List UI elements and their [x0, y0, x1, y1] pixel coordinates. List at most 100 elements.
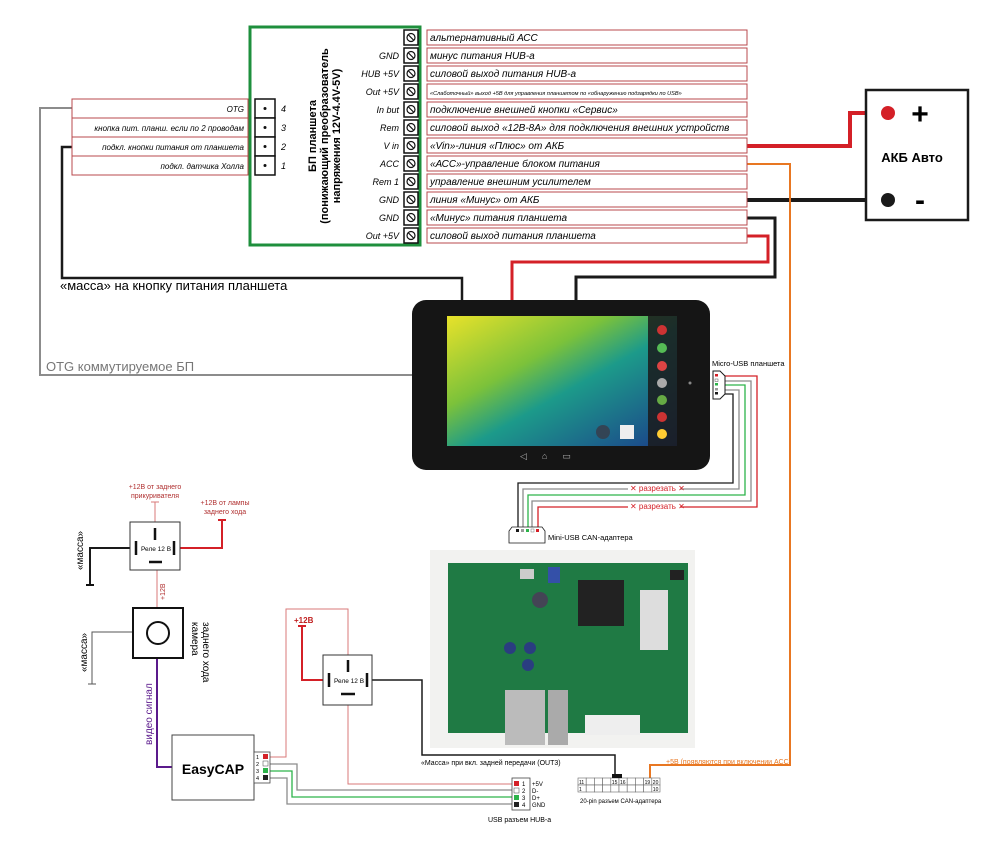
terminal-pin-label: In but — [376, 105, 399, 115]
terminal-description-box — [426, 83, 748, 100]
terminal-description: силовой выход питания планшета — [430, 231, 596, 242]
left-pin-number: 2 — [280, 142, 286, 152]
can-pin-cell — [651, 784, 661, 793]
screw-icon — [406, 212, 416, 223]
can-pin-cell — [626, 784, 636, 793]
rear-camera — [132, 607, 184, 659]
can-adapter-board-photo — [430, 550, 695, 748]
wire-relay2-usb5v — [347, 695, 512, 785]
terminal-description: линия «Минус» от АКБ — [429, 195, 540, 206]
svg-text:4: 4 — [256, 776, 259, 782]
can-pin-cell — [602, 777, 612, 786]
wires — [39, 107, 888, 805]
terminal-description: «Слаботочный» выход +5В для управления п… — [430, 90, 682, 97]
terminal-pin-label: ACC — [379, 159, 400, 169]
psu-terminal-row: Out +5V «Слаботочный» выход +5В для управ… — [366, 83, 748, 100]
screw-icon — [406, 104, 416, 115]
psu-frame — [248, 25, 422, 247]
can-pin-cell — [602, 784, 612, 793]
terminal-description-box — [426, 65, 748, 82]
relay-1: Реле 12 В — [129, 521, 181, 571]
can-pin-cell — [610, 784, 620, 793]
terminal-pin-label: Out +5V — [366, 231, 400, 241]
svg-text:3: 3 — [522, 796, 526, 802]
wire-relay2-12v — [301, 626, 326, 681]
terminal-description-box — [426, 173, 748, 190]
psu-terminal-row: GND«Минус» питания планшета — [379, 209, 748, 226]
wire-acc-orange — [649, 163, 791, 780]
cut-label-1: ✕ разрезать ✕ — [630, 484, 685, 493]
usb-pin-labels: +5VD-D+GND — [532, 782, 546, 809]
easycap-device: EasyCAP 12 34 — [171, 734, 271, 801]
left-pin-description: кнопка пит. планш. если по 2 проводам — [94, 124, 244, 133]
usb-pin-label: D- — [532, 789, 538, 795]
plus12-label-1: +12В — [160, 583, 167, 600]
terminal-description-box — [426, 119, 748, 136]
svg-text:2: 2 — [256, 762, 259, 768]
screw-icon — [406, 230, 416, 241]
left-pin-number: 1 — [281, 161, 286, 171]
wire-easycap-1 — [270, 608, 349, 758]
wire-relay2-out3 — [369, 679, 616, 778]
video-signal-label: видео сигнал — [144, 683, 155, 745]
terminal-description-box — [426, 101, 748, 118]
terminal-pin-label: Out +5V — [366, 87, 400, 97]
wire-relay1-mass — [89, 547, 132, 585]
svg-text:1: 1 — [256, 755, 259, 761]
terminal-description-box — [426, 227, 748, 244]
left-pin-description: OTG — [227, 105, 244, 114]
wire-mass-button — [60, 145, 464, 300]
terminal-description: силовой выход «12В-8А» для подключения в… — [430, 123, 729, 134]
wire-usb-gray2 — [522, 389, 740, 527]
battery-plus-terminal — [881, 106, 895, 120]
usb-pin-label: +5V — [532, 782, 543, 788]
usb-hub-label: USB разъем HUB-а — [488, 817, 551, 824]
can-pin-cell — [643, 784, 653, 793]
can-pin-number: 15 — [612, 780, 618, 786]
screw-icon — [406, 50, 416, 61]
terminal-pin-label: HUB +5V — [361, 69, 400, 79]
can-pin-cell — [618, 784, 628, 793]
wire-easycap-2 — [270, 763, 512, 791]
svg-text:4: 4 — [522, 803, 526, 809]
wire-usb-red — [537, 375, 758, 527]
can-pin-number: 11 — [579, 780, 584, 786]
terminal-description: альтернативный АСС — [430, 33, 539, 44]
psu-title: БП планшета (понижающий преобразователь … — [307, 48, 343, 224]
left-pin-description-box — [71, 155, 249, 176]
svg-text:3: 3 — [256, 769, 259, 775]
tablet: ◁ ⌂ ▭ — [412, 300, 710, 470]
terminal-description-box — [426, 47, 748, 64]
can20-label: 20-pin разъем CAN-адаптера — [580, 799, 662, 805]
wire-usb-green — [527, 384, 746, 527]
can-pin-cell — [585, 777, 595, 786]
micro-usb-connector — [712, 370, 726, 400]
rear-lighter-label-1: +12В от заднего — [129, 484, 182, 491]
micro-usb-label: Micro-USB планшета — [712, 359, 785, 368]
terminal-description-box — [426, 155, 748, 172]
can-pin-number: 16 — [620, 780, 626, 786]
screw-icon — [406, 32, 416, 43]
screw-icon — [406, 86, 416, 97]
rear-lamp-label-2: заднего хода — [204, 509, 246, 516]
left-pin-number: 3 — [281, 123, 286, 133]
screw-icon — [406, 194, 416, 205]
can-pin-number: 1 — [579, 787, 582, 793]
psu-left-pins: OTG 4 кнопка пит. планш. если по 2 провода… — [71, 98, 286, 176]
can-pin-cell — [635, 777, 644, 786]
psu-subtitle-1: (понижающий преобразователь — [319, 48, 331, 224]
terminal-description-box — [426, 137, 748, 154]
battery-minus-terminal — [881, 193, 895, 207]
screw-icon — [406, 140, 416, 151]
relay-2-label: Реле 12 В — [334, 678, 364, 685]
otg-label: OTG коммутируемое БП — [46, 359, 194, 374]
left-pin-number: 4 — [281, 104, 286, 114]
